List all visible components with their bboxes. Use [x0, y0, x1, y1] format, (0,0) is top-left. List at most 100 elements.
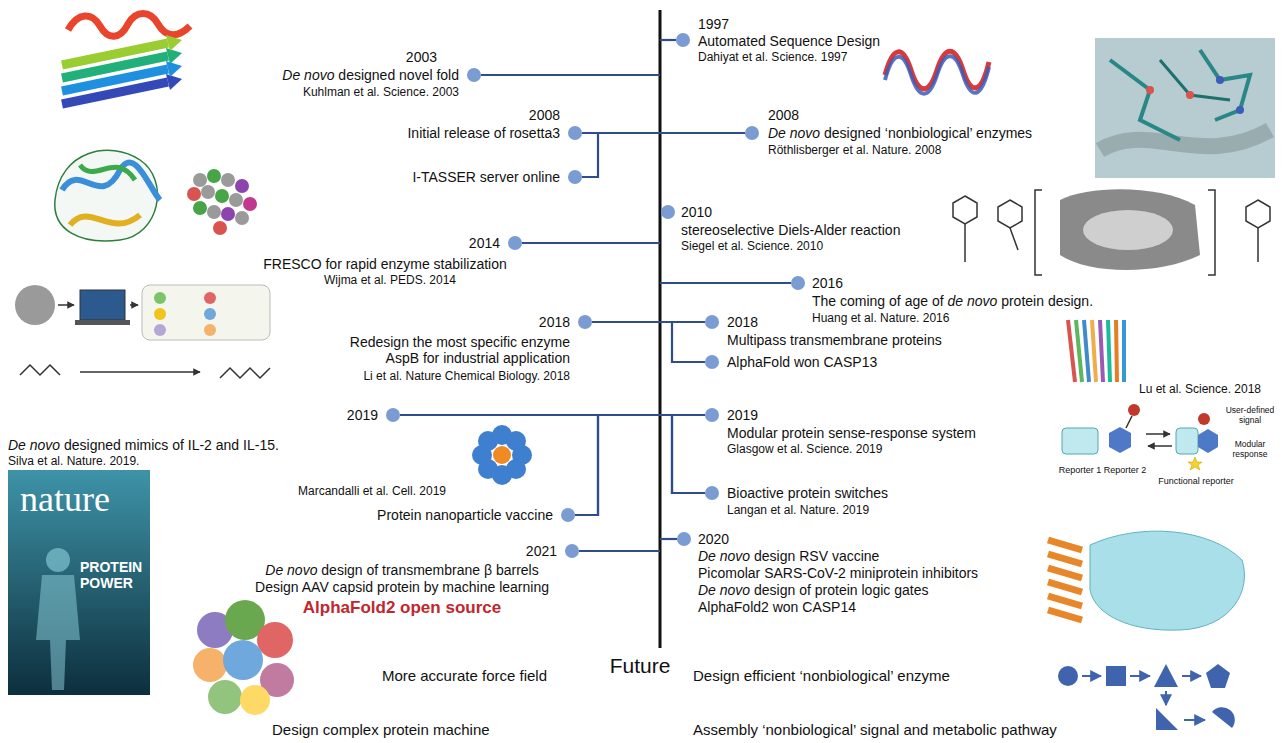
protein-structure-images — [193, 201, 207, 215]
enzyme-redesign-workflow — [204, 324, 216, 336]
citation-text: Huang et al. Nature. 2016 — [812, 312, 949, 326]
rsv-vaccine-structure — [1048, 540, 1082, 550]
protein-fold-illustration — [68, 14, 190, 37]
pathway-symbols — [1184, 719, 1205, 721]
protein-machine-illustration — [193, 648, 227, 682]
pathway-symbols — [1156, 708, 1178, 730]
timeline-text: Design AAV capsid protein by machine lea… — [255, 579, 549, 595]
axis-connector — [481, 74, 660, 76]
timeline-axis — [659, 10, 662, 648]
nanoparticle-illustration — [493, 446, 511, 464]
timeline-connector — [400, 415, 705, 493]
sense-response-scheme — [1126, 416, 1132, 428]
timeline-dot: 2014FRESCO for rapid enzyme stabilizatio… — [508, 236, 522, 250]
enzyme-redesign-workflow — [130, 304, 138, 306]
protein-fold-illustration — [166, 35, 182, 51]
sense-response-scheme — [1062, 404, 1218, 470]
enzyme-redesign-workflow — [15, 285, 55, 325]
timeline-text: FRESCO for rapid enzyme stabilization — [263, 256, 507, 272]
enzyme-structure-image — [1146, 86, 1154, 94]
future-goal: Design complex protein machine — [272, 721, 490, 738]
enzyme-redesign-workflow — [80, 371, 200, 373]
protein-structure-images — [235, 211, 249, 225]
timeline-text: 2021 — [526, 543, 557, 559]
timeline-text: 2014 — [469, 235, 500, 251]
diels-alder-scheme — [1083, 210, 1173, 250]
protein-structure-images — [213, 221, 227, 235]
rsv-vaccine-structure — [1048, 596, 1082, 606]
protein-machine-illustration — [208, 680, 242, 714]
rsv-vaccine-structure — [1048, 568, 1082, 578]
protein-machine-illustration — [223, 640, 263, 680]
nature-cover — [36, 575, 80, 690]
timeline-axis — [660, 10, 661, 648]
pathway-symbols — [1182, 675, 1201, 677]
protein-structure-images — [201, 185, 215, 199]
figure-label: Functional reporter — [1158, 476, 1234, 486]
enzyme-structure-image — [1100, 130, 1270, 150]
enzyme-redesign-workflow — [154, 308, 166, 320]
timeline-text: stereoselective Diels-Alder reaction — [681, 222, 900, 238]
enzyme-redesign-workflow — [204, 308, 216, 320]
timeline-dot: 2019De novo designed mimics of IL-2 and … — [386, 408, 400, 422]
citation-text: Glasgow et al. Science. 2019 — [727, 443, 882, 457]
diels-alder-scheme — [1208, 190, 1215, 275]
timeline-dot: 2016The coming of age of de novo protein… — [791, 276, 805, 290]
protein-structure-images — [243, 197, 257, 211]
nature-cover — [8, 470, 150, 695]
timeline-text: AlphaFold won CASP13 — [727, 354, 877, 370]
enzyme-redesign-workflow — [80, 290, 125, 320]
timeline-text: De novo design RSV vaccine — [698, 548, 879, 564]
diels-alder-scheme — [1010, 228, 1018, 250]
protein-structure-images — [62, 163, 160, 200]
timeline-dot: I-TASSER server online — [568, 170, 582, 184]
protein-structure-images — [235, 179, 249, 193]
protein-structure-images — [70, 215, 140, 225]
protein-structure-images — [221, 173, 235, 187]
protein-machine-illustration — [193, 600, 294, 715]
axis-connector — [579, 550, 660, 552]
helix-illustration — [885, 51, 989, 94]
timeline-text: 2018 — [539, 314, 570, 330]
transmembrane-bundle — [1122, 320, 1126, 382]
timeline-text: Redesign the most specific enzyme AspB f… — [332, 334, 570, 366]
timeline-text: 2019 — [347, 407, 378, 423]
rsv-vaccine-structure — [1048, 610, 1082, 620]
transmembrane-bundle — [1108, 320, 1110, 382]
transmembrane-bundle — [1092, 320, 1096, 382]
timeline-text: I-TASSER server online — [412, 169, 560, 185]
nanoparticle-illustration — [506, 431, 526, 451]
timeline-text: Protein nanoparticle vaccine — [377, 507, 553, 523]
enzyme-redesign-workflow — [58, 304, 74, 306]
timeline-dot: 2018Multipass transmembrane proteins — [705, 315, 719, 329]
rsv-vaccine-structure — [1090, 531, 1244, 630]
cover-headline: PROTEIN POWER — [80, 559, 146, 591]
enzyme-redesign-workflow — [154, 292, 166, 304]
sense-response-scheme — [1148, 445, 1172, 447]
timeline-connector — [575, 415, 705, 515]
timeline-text: Modular protein sense-response system — [727, 425, 976, 441]
figure-label: Reporter 1 — [1059, 465, 1102, 475]
citation-text: Siegel et al. Science. 2010 — [681, 240, 823, 254]
enzyme-redesign-workflow — [204, 292, 216, 304]
enzyme-redesign-workflow — [20, 365, 60, 375]
transmembrane-bundle — [1100, 320, 1103, 382]
protein-structure-images — [229, 193, 243, 207]
helix-illustration — [885, 56, 989, 94]
sense-response-scheme — [1198, 429, 1218, 453]
nature-cover — [46, 548, 70, 572]
timeline-text: 2010 — [681, 204, 712, 220]
protein-fold-illustration — [62, 14, 190, 105]
rsv-vaccine-structure — [1048, 554, 1082, 564]
timeline-text: AlphaFold2 open source — [303, 598, 501, 618]
enzyme-structure-image — [1095, 38, 1275, 178]
timeline-text: The coming of age of de novo protein des… — [812, 293, 1093, 309]
future-goal: Assembly ‘nonbiological’ signal and meta… — [693, 721, 1057, 738]
timeline-text: Picomolar SARS-CoV-2 miniprotein inhibit… — [698, 565, 978, 581]
sense-response-scheme — [1188, 457, 1202, 470]
enzyme-structure-image — [1216, 76, 1224, 84]
protein-structure-images — [207, 205, 221, 219]
diels-alder-scheme — [1246, 200, 1270, 228]
diels-alder-scheme — [998, 200, 1022, 228]
